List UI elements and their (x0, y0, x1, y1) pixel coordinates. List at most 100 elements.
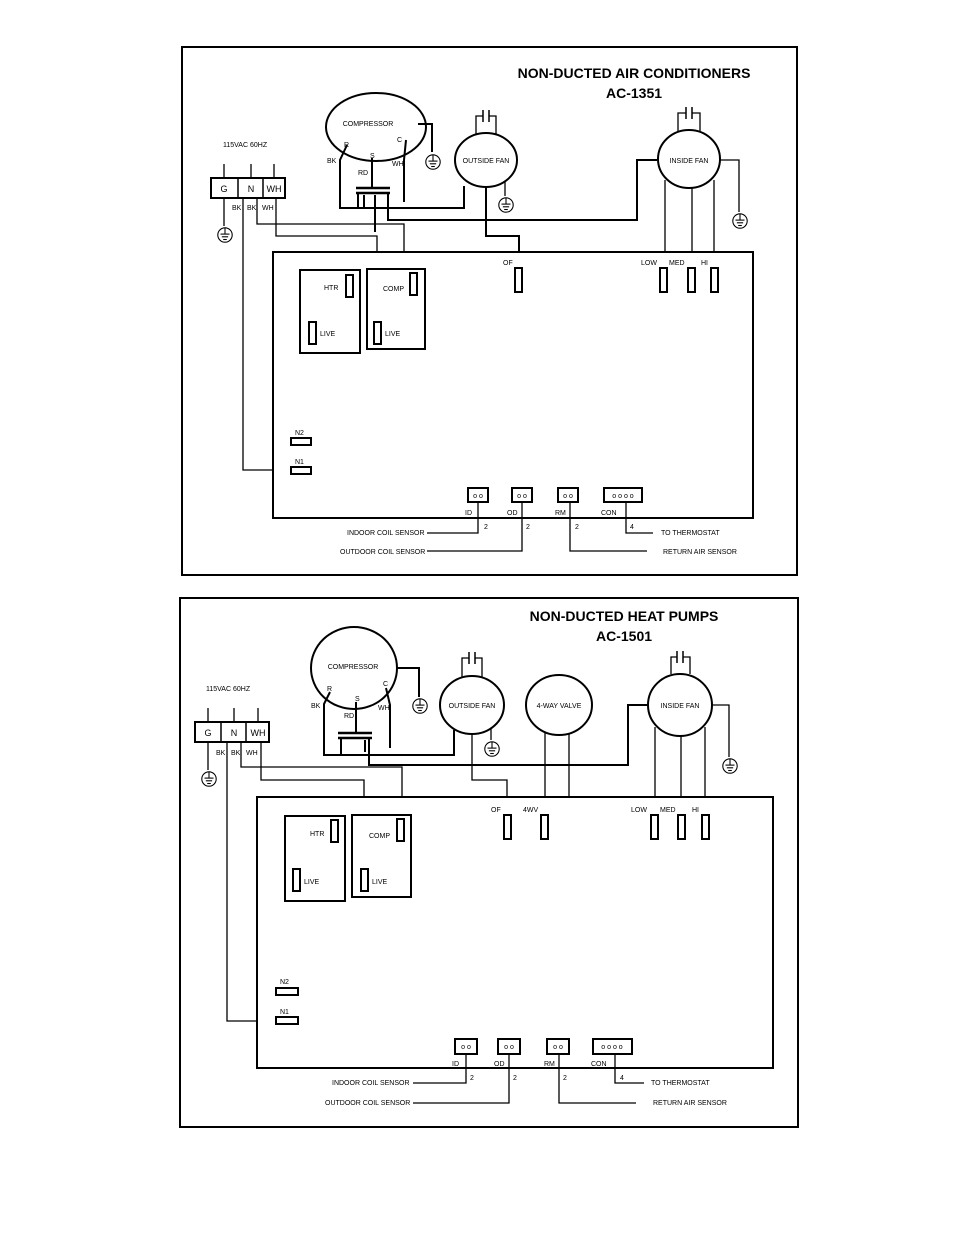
ac-wire (427, 502, 523, 552)
ac-of-terminal (514, 267, 523, 293)
ac-live1-label: LIVE (320, 331, 336, 338)
hp-hi-label: HI (692, 807, 699, 814)
hp-rm-count: 2 (563, 1075, 567, 1082)
ac-wire (418, 123, 433, 152)
ac-rm-count: 2 (575, 524, 579, 531)
ac-compressor (325, 92, 427, 162)
hp-supply-label: 115VAC 60HZ (206, 686, 251, 693)
hp-wire (397, 667, 420, 697)
hp-od-label: OD (494, 1061, 505, 1068)
hp-comp-bk: BK (311, 703, 321, 710)
ac-inside-fan (657, 129, 721, 189)
ac-ground-icon (498, 197, 514, 213)
hp-ground-icon (412, 698, 428, 714)
hp-con-count: 4 (620, 1075, 624, 1082)
ac-hi-terminal (710, 267, 719, 293)
ac-id-pins: o o (473, 493, 483, 500)
hp-comp-s: S (355, 696, 360, 703)
ac-wire (357, 186, 465, 209)
hp-wire (614, 1054, 644, 1084)
hp-bk1: BK (216, 750, 226, 757)
ac-outdoor-sensor: OUTDOOR COIL SENSOR (340, 549, 425, 556)
hp-indoor-sensor: INDOOR COIL SENSOR (332, 1080, 410, 1087)
ac-comp-wh: WH (392, 161, 404, 168)
ac-ground-icon (732, 213, 748, 229)
hp-med-terminal (677, 814, 686, 840)
ac-id-label: ID (465, 510, 472, 517)
ac-wire (387, 159, 657, 221)
ac-comp-rd: RD (358, 170, 368, 177)
ac-htr-label: HTR (324, 285, 338, 292)
ac-return-sensor: RETURN AIR SENSOR (663, 549, 737, 556)
ac-rm-label: RM (555, 510, 566, 517)
ac-ground-icon (425, 154, 441, 170)
hp-bk2: BK (231, 750, 241, 757)
ac-wire (339, 144, 372, 209)
ac-terminal-block (210, 177, 286, 199)
ac-wire (403, 139, 407, 202)
ac-bk1: BK (232, 205, 242, 212)
hp-of-terminal (503, 814, 512, 840)
hp-od-pins: o o (504, 1044, 514, 1051)
hp-hi-terminal (701, 814, 710, 840)
hp-comp-live-terminal (360, 868, 369, 892)
hp-ground-icon (484, 741, 500, 757)
ac-comp-live-terminal (373, 321, 382, 345)
ac-wire (427, 502, 479, 534)
ac-low-terminal (659, 267, 668, 293)
ac-med-terminal (687, 267, 696, 293)
ac-wire (569, 502, 647, 552)
ac-med-label: MED (669, 260, 685, 267)
ac-con-count: 4 (630, 524, 634, 531)
hp-live1-label: LIVE (304, 879, 320, 886)
hp-of-label: OF (491, 807, 501, 814)
hp-od-count: 2 (513, 1075, 517, 1082)
ac-low-label: LOW (641, 260, 657, 267)
ac-wh2: WH (262, 205, 274, 212)
ac-con-pins: o o o o (612, 493, 634, 500)
ac-od-count: 2 (526, 524, 530, 531)
hp-wire (323, 691, 355, 756)
ac-comp-terminal (409, 272, 418, 296)
hp-terminal-block (194, 721, 270, 743)
hp-con-label: CON (591, 1061, 607, 1068)
hp-low-terminal (650, 814, 659, 840)
hp-wire (368, 704, 648, 766)
ac-wire (256, 198, 405, 270)
hp-htr-terminal (330, 819, 339, 843)
ac-comp-s: S (370, 153, 375, 160)
ac-comp-label: COMP (383, 286, 404, 293)
hp-wire (413, 1054, 510, 1104)
ac-htr-live-terminal (308, 321, 317, 345)
hp-wire (240, 742, 403, 817)
hp-fan-cap-wire (461, 657, 483, 677)
ac-fan-cap-wire (475, 115, 497, 134)
ac-rm-pins: o o (563, 493, 573, 500)
hp-outdoor-sensor: OUTDOOR COIL SENSOR (325, 1100, 410, 1107)
ac-thermostat: TO THERMOSTAT (661, 530, 720, 537)
hp-rm-connector (546, 1038, 570, 1055)
hp-4way-valve-label: 4-WAY VALVE (537, 703, 582, 710)
hp-live2-label: LIVE (372, 879, 388, 886)
hp-return-sensor: RETURN AIR SENSOR (653, 1100, 727, 1107)
hp-wire (385, 687, 391, 748)
ac-supply-label: 115VAC 60HZ (223, 142, 268, 149)
ac-rm-connector (557, 487, 579, 503)
ac-term-n: N (248, 184, 255, 194)
ac-live2-label: LIVE (385, 331, 401, 338)
hp-htr-label: HTR (310, 831, 324, 838)
hp-thermostat: TO THERMOSTAT (651, 1080, 710, 1087)
hp-wire (558, 1054, 636, 1104)
hp-wire (340, 730, 455, 756)
hp-rm-pins: o o (553, 1044, 563, 1051)
hp-4way-valve (525, 674, 593, 736)
ac-con-connector (603, 487, 643, 503)
hp-diagram: NON-DUCTED HEAT PUMPS AC-1501 COMPRESSOR… (179, 597, 799, 1128)
ac-title: NON-DUCTED AIR CONDITIONERS (518, 65, 751, 81)
hp-comp-wh: WH (378, 705, 390, 712)
ac-model: AC-1351 (606, 85, 662, 101)
ac-wire (625, 502, 653, 534)
hp-med-label: MED (660, 807, 676, 814)
ac-id-count: 2 (484, 524, 488, 531)
